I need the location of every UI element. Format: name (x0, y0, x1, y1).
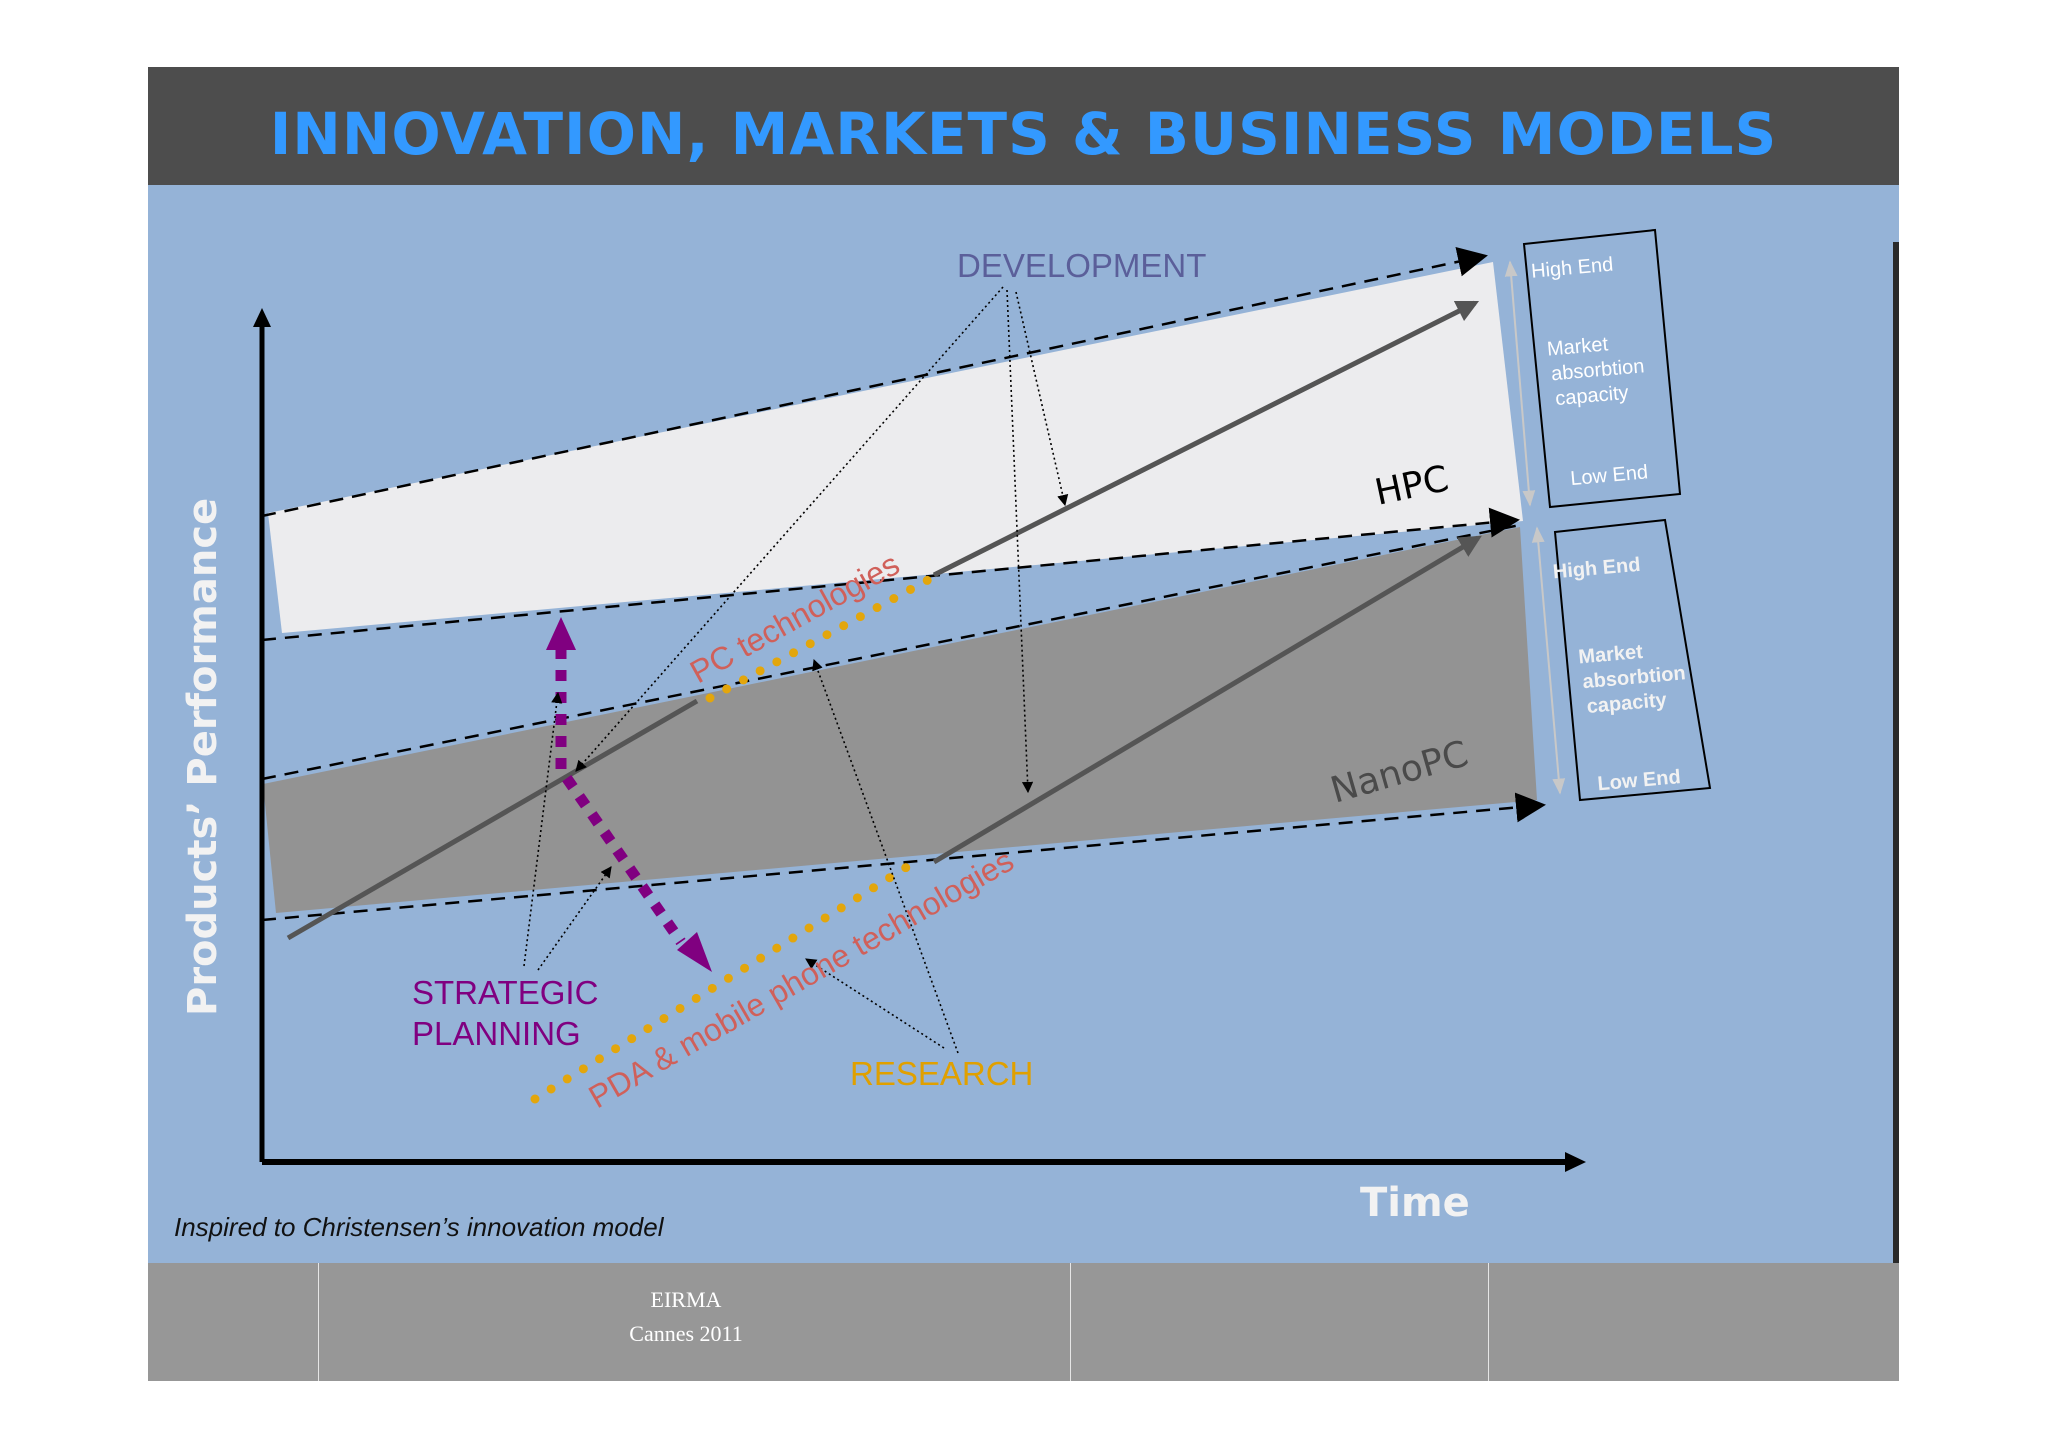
market-box-middle: capacity (1586, 689, 1669, 718)
market-box-hpc: High End Market absorbtion capacity Low … (1522, 228, 1682, 509)
slide-title: INNOVATION, MARKETS & BUSINESS MODELS (269, 100, 1778, 168)
market-box-low-end: Low End (1569, 461, 1648, 490)
slide-footer: EIRMA Cannes 2011 (148, 1263, 1899, 1381)
x-axis-label: Time (1360, 1180, 1470, 1226)
axes (253, 308, 1586, 1172)
pda-tech-dots (530, 855, 923, 1104)
y-axis-label: Products’ Performance (180, 498, 226, 1016)
market-box-middle: absorbtion (1550, 355, 1645, 385)
footer-divider (1070, 1263, 1071, 1381)
slide: INNOVATION, MARKETS & BUSINESS MODELS EI… (148, 67, 1899, 1381)
footer-org: EIRMA (650, 1287, 722, 1312)
strategic-planning-label: STRATEGIC (412, 974, 598, 1011)
slide-header: INNOVATION, MARKETS & BUSINESS MODELS (148, 67, 1899, 185)
market-box-high-end: High End (1530, 254, 1614, 283)
market-box-nanopc: High End Market absorbtion capacity Low … (1552, 518, 1712, 802)
nanopc-band (263, 527, 1537, 913)
pc-tech-dots (705, 575, 933, 703)
caption: Inspired to Christensen’s innovation mod… (174, 1212, 665, 1242)
right-edge-strip (1893, 242, 1899, 1263)
development-label: DEVELOPMENT (957, 247, 1206, 284)
strategic-arrow (546, 617, 712, 972)
market-range-arrows (1504, 260, 1566, 795)
market-box-middle: capacity (1554, 382, 1629, 410)
research-label: RESEARCH (850, 1055, 1033, 1092)
strategic-planning-label: PLANNING (412, 1015, 581, 1052)
market-box-high-end: High End (1552, 554, 1641, 584)
footer-event: EIRMA Cannes 2011 (471, 1283, 901, 1351)
boundary-lines (261, 246, 1546, 922)
footer-divider (318, 1263, 319, 1381)
callout-arrows (523, 286, 1069, 1054)
tech-trajectories (286, 300, 1482, 941)
footer-divider (1488, 1263, 1489, 1381)
market-box-middle: Market (1578, 641, 1644, 669)
footer-venue: Cannes 2011 (629, 1321, 743, 1346)
market-box-middle: absorbtion (1582, 662, 1687, 693)
market-box-middle: Market (1546, 333, 1609, 360)
hpc-band (268, 262, 1523, 633)
